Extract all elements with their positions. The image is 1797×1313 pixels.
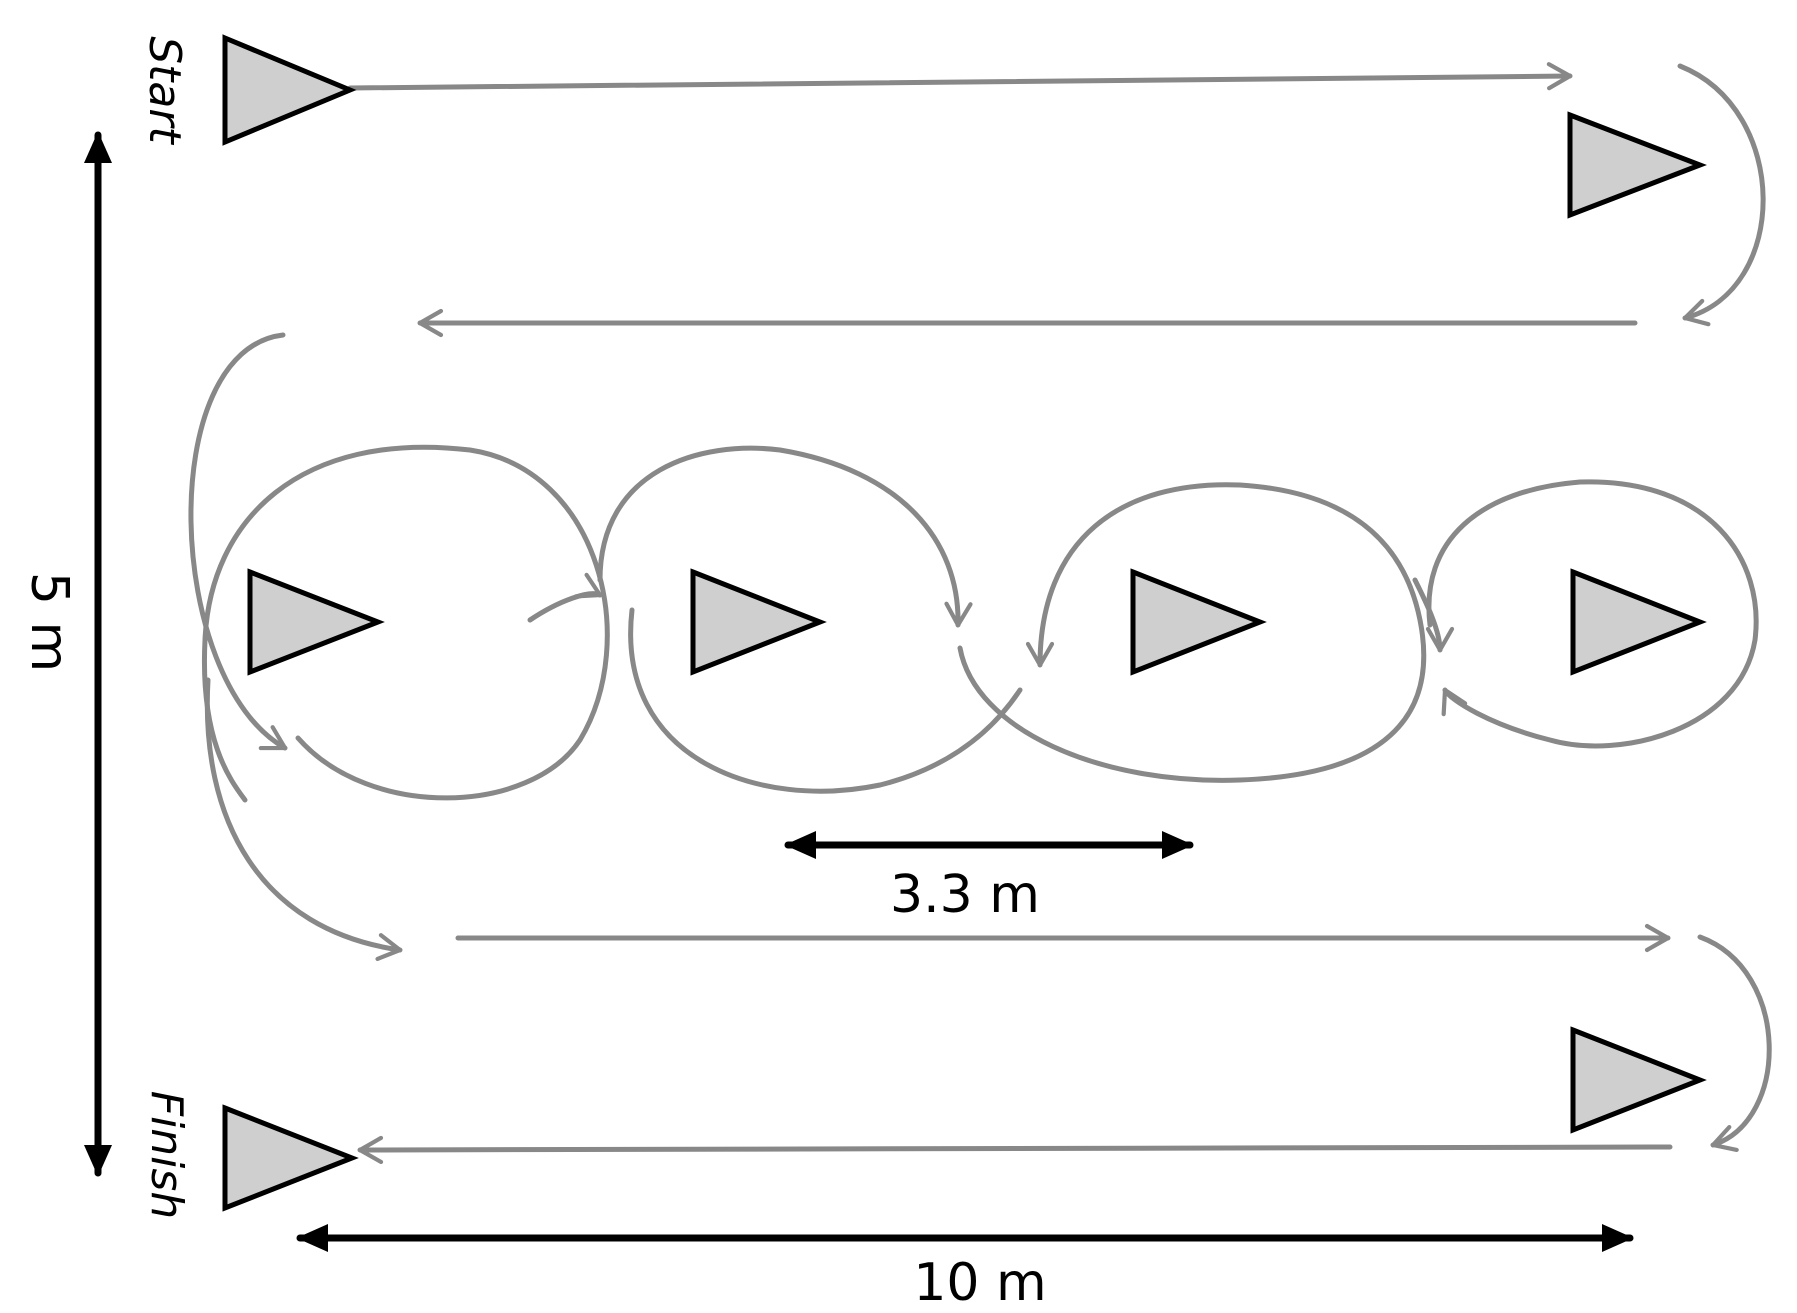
path-exit-slalom [204, 677, 403, 961]
spacing-label: 3.3 m [890, 865, 1040, 925]
start-label: Start [139, 36, 190, 145]
path-loop-4-in [1412, 577, 1455, 653]
path-loop-4 [1426, 479, 1759, 749]
dimensions [84, 131, 1634, 1252]
finish-label: Finish [141, 1091, 192, 1219]
path-turn-right-2 [1697, 934, 1772, 1152]
height-label: 5 m [19, 572, 79, 672]
path-loop-2-top [597, 445, 973, 628]
cone-right-top [1567, 111, 1707, 219]
cone-slalom-2 [690, 568, 827, 676]
path-loop-1 [201, 444, 610, 803]
width-label: 10 m [913, 1253, 1046, 1308]
path-straight-1 [347, 62, 1573, 91]
cone-finish [222, 1104, 359, 1212]
labels: Start Finish 5 m 10 m 3.3 m [19, 36, 1047, 1313]
cone-slalom-3 [1130, 568, 1267, 676]
path-loop-3 [957, 482, 1427, 783]
cone-right-bottom [1570, 1026, 1707, 1134]
path-turn-left-1 [188, 332, 288, 751]
cone-slalom-4 [1570, 568, 1707, 676]
path-straight-4 [357, 1135, 1673, 1165]
path-turn-right-1 [1677, 63, 1766, 327]
cone-start [222, 34, 357, 146]
running-path [188, 62, 1772, 1165]
path-loop-1-arrow [527, 572, 603, 623]
path-loop-2 [628, 607, 1023, 794]
cone-slalom-1 [247, 568, 385, 676]
cones [222, 34, 1707, 1212]
